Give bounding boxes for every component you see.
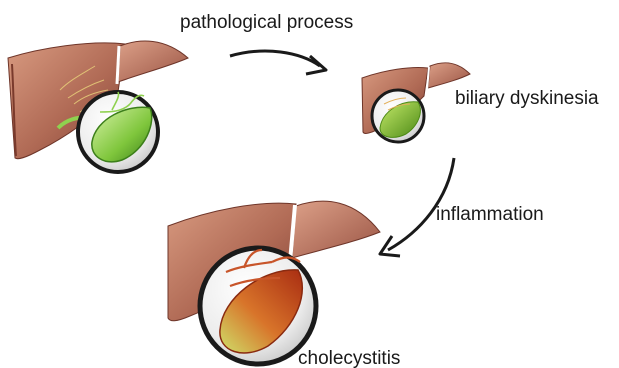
magnifier-lens-dyskinesia <box>372 90 424 142</box>
label-pathological-process: pathological process <box>180 12 353 33</box>
label-inflammation: inflammation <box>436 204 544 225</box>
magnifier-lens-cholecystitis <box>200 248 316 364</box>
arrow-pathological-process <box>230 51 326 74</box>
label-biliary-dyskinesia: biliary dyskinesia <box>455 88 599 109</box>
label-cholecystitis: cholecystitis <box>298 348 400 368</box>
magnifier-lens-healthy <box>78 92 158 172</box>
